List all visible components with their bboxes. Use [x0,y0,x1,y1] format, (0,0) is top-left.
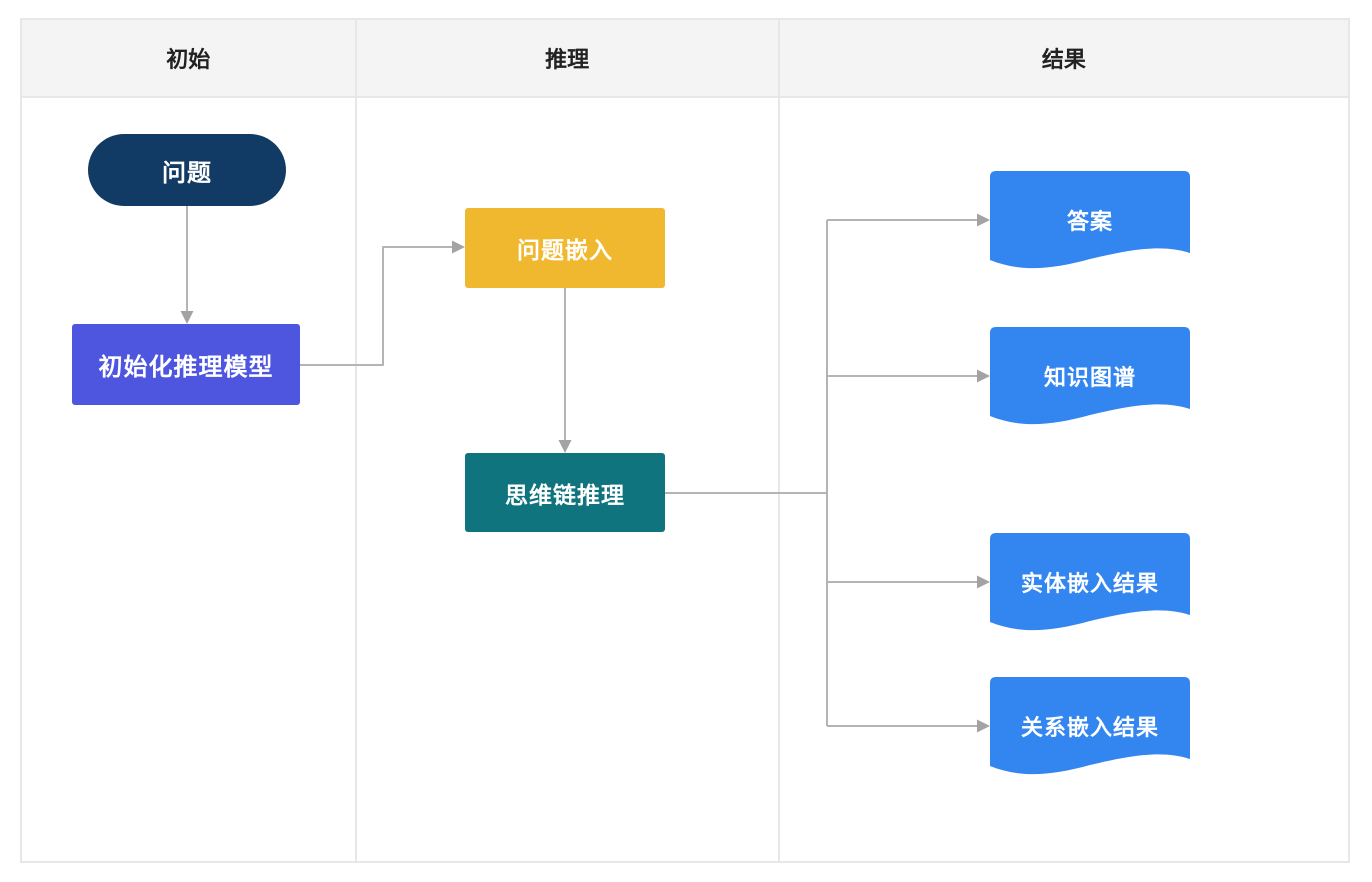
node-cot-reasoning-label: 思维链推理 [505,481,625,508]
document-shape [990,171,1190,269]
node-init-model[interactable]: 初始化推理模型 [72,324,300,405]
document-shape [990,533,1190,631]
document-shape [990,677,1190,775]
node-knowledge-graph-label: 知识图谱 [1043,365,1136,390]
lane-initial: 初始 [22,20,355,861]
node-answer-label: 答案 [1066,209,1113,234]
document-shape [990,327,1190,425]
node-cot-reasoning[interactable]: 思维链推理 [465,453,665,532]
node-question[interactable]: 问题 [88,134,286,206]
node-init-model-label: 初始化推理模型 [98,354,274,381]
node-entity-embed-result[interactable]: 实体嵌入结果 [990,533,1190,635]
node-relation-embed-result-label: 关系嵌入结果 [1020,715,1159,740]
lane-header-initial: 初始 [22,20,355,98]
node-answer[interactable]: 答案 [990,171,1190,273]
lane-reasoning: 推理 [354,20,778,861]
lane-header-initial-label: 初始 [166,47,211,72]
lane-header-result: 结果 [779,20,1348,98]
node-knowledge-graph[interactable]: 知识图谱 [990,327,1190,429]
lane-header-reasoning: 推理 [356,20,778,98]
node-relation-embed-result[interactable]: 关系嵌入结果 [990,677,1190,779]
lane-header-reasoning-label: 推理 [545,47,590,72]
lane-header-result-label: 结果 [1041,47,1086,72]
node-question-embed[interactable]: 问题嵌入 [465,208,665,288]
node-question-embed-label: 问题嵌入 [517,237,613,263]
node-question-label: 问题 [162,159,212,187]
node-entity-embed-result-label: 实体嵌入结果 [1020,571,1159,596]
